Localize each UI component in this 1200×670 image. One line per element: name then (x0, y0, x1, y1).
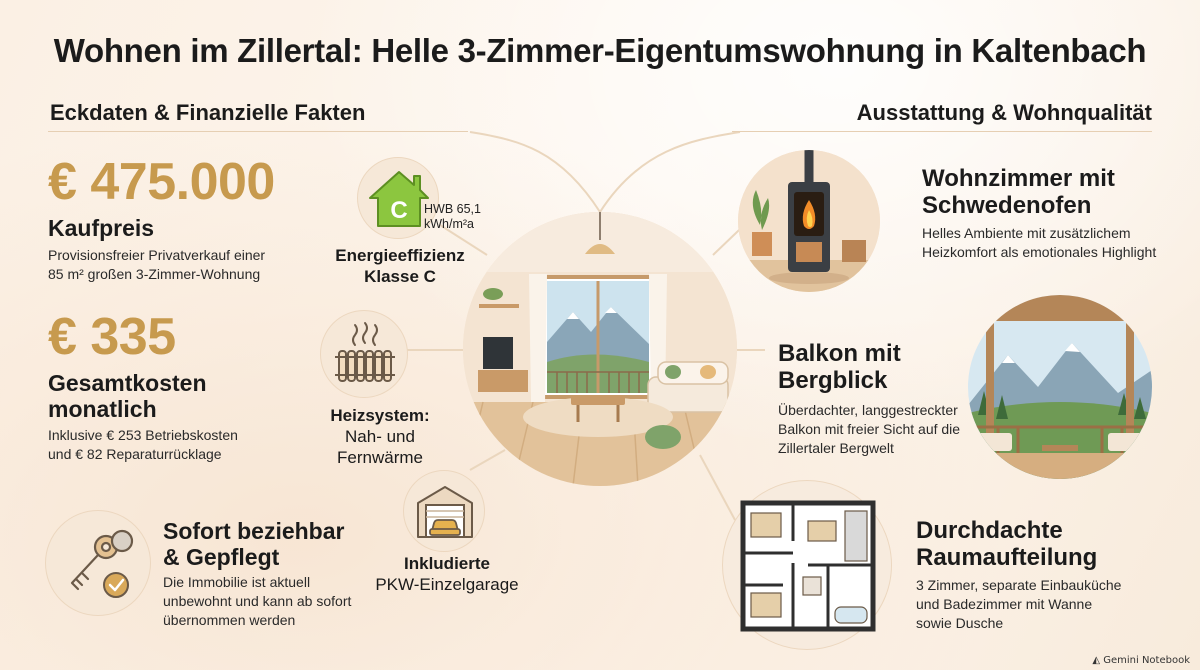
footer-brand: ◭ Gemini Notebook (1092, 655, 1190, 666)
divider (48, 131, 468, 132)
ready-to-move-label: Sofort beziehbar & Gepflegt (163, 518, 345, 570)
garage-car-icon (403, 470, 485, 552)
mountain-icon (968, 295, 1152, 479)
check-icon (103, 572, 129, 598)
ready-to-move-description: Die Immobilie ist aktuell unbewohnt und … (163, 574, 352, 628)
living-room-description: Helles Ambiente mit zusätzlichem Heizkom… (922, 225, 1157, 260)
living-room-title: Wohnzimmer mit Schwedenofen (922, 165, 1115, 219)
monthly-costs-description: Inklusive € 253 Betriebskosten und € 82 … (48, 427, 238, 462)
floorplan-icon (722, 480, 892, 650)
key-icon (45, 510, 151, 616)
right-section-heading: Ausstattung & Wohnqualität (856, 100, 1152, 125)
purchase-price-label: Kaufpreis (48, 215, 155, 241)
hwb-value: HWB 65,1 kWh/m²a (424, 202, 481, 231)
garage-label: Inkludierte PKW-Einzelgarage (375, 554, 519, 594)
monthly-costs-label: Gesamtkosten monatlich (48, 370, 207, 422)
divider (732, 131, 1152, 132)
heating-system-label: Heizsystem: Nah- und Fernwärme (330, 406, 430, 467)
energy-class-label: Energieeffizienz Klasse C (335, 246, 465, 286)
monthly-costs: € 335 (48, 308, 176, 366)
purchase-price-description: Provisionsfreier Privatverkauf einer 85 … (48, 247, 266, 282)
svg-text:C: C (390, 197, 407, 224)
gemini-icon: ◭ (1092, 655, 1101, 666)
living-room-illustration (463, 212, 737, 486)
stove-icon (738, 150, 880, 292)
floorplan-description: 3 Zimmer, separate Einbauküche und Badez… (916, 577, 1122, 631)
floorplan-title: Durchdachte Raumaufteilung (916, 517, 1098, 571)
balcony-description: Überdachter, langgestreckter Balkon mit … (778, 402, 961, 456)
left-section-heading: Eckdaten & Finanzielle Fakten (50, 100, 366, 125)
purchase-price: € 475.000 (48, 153, 275, 211)
house-energy-icon: C (357, 157, 439, 239)
page-title: Wohnen im Zillertal: Helle 3-Zimmer-Eige… (53, 32, 1147, 69)
balcony-title: Balkon mit Bergblick (778, 340, 901, 394)
radiator-icon (320, 310, 408, 398)
